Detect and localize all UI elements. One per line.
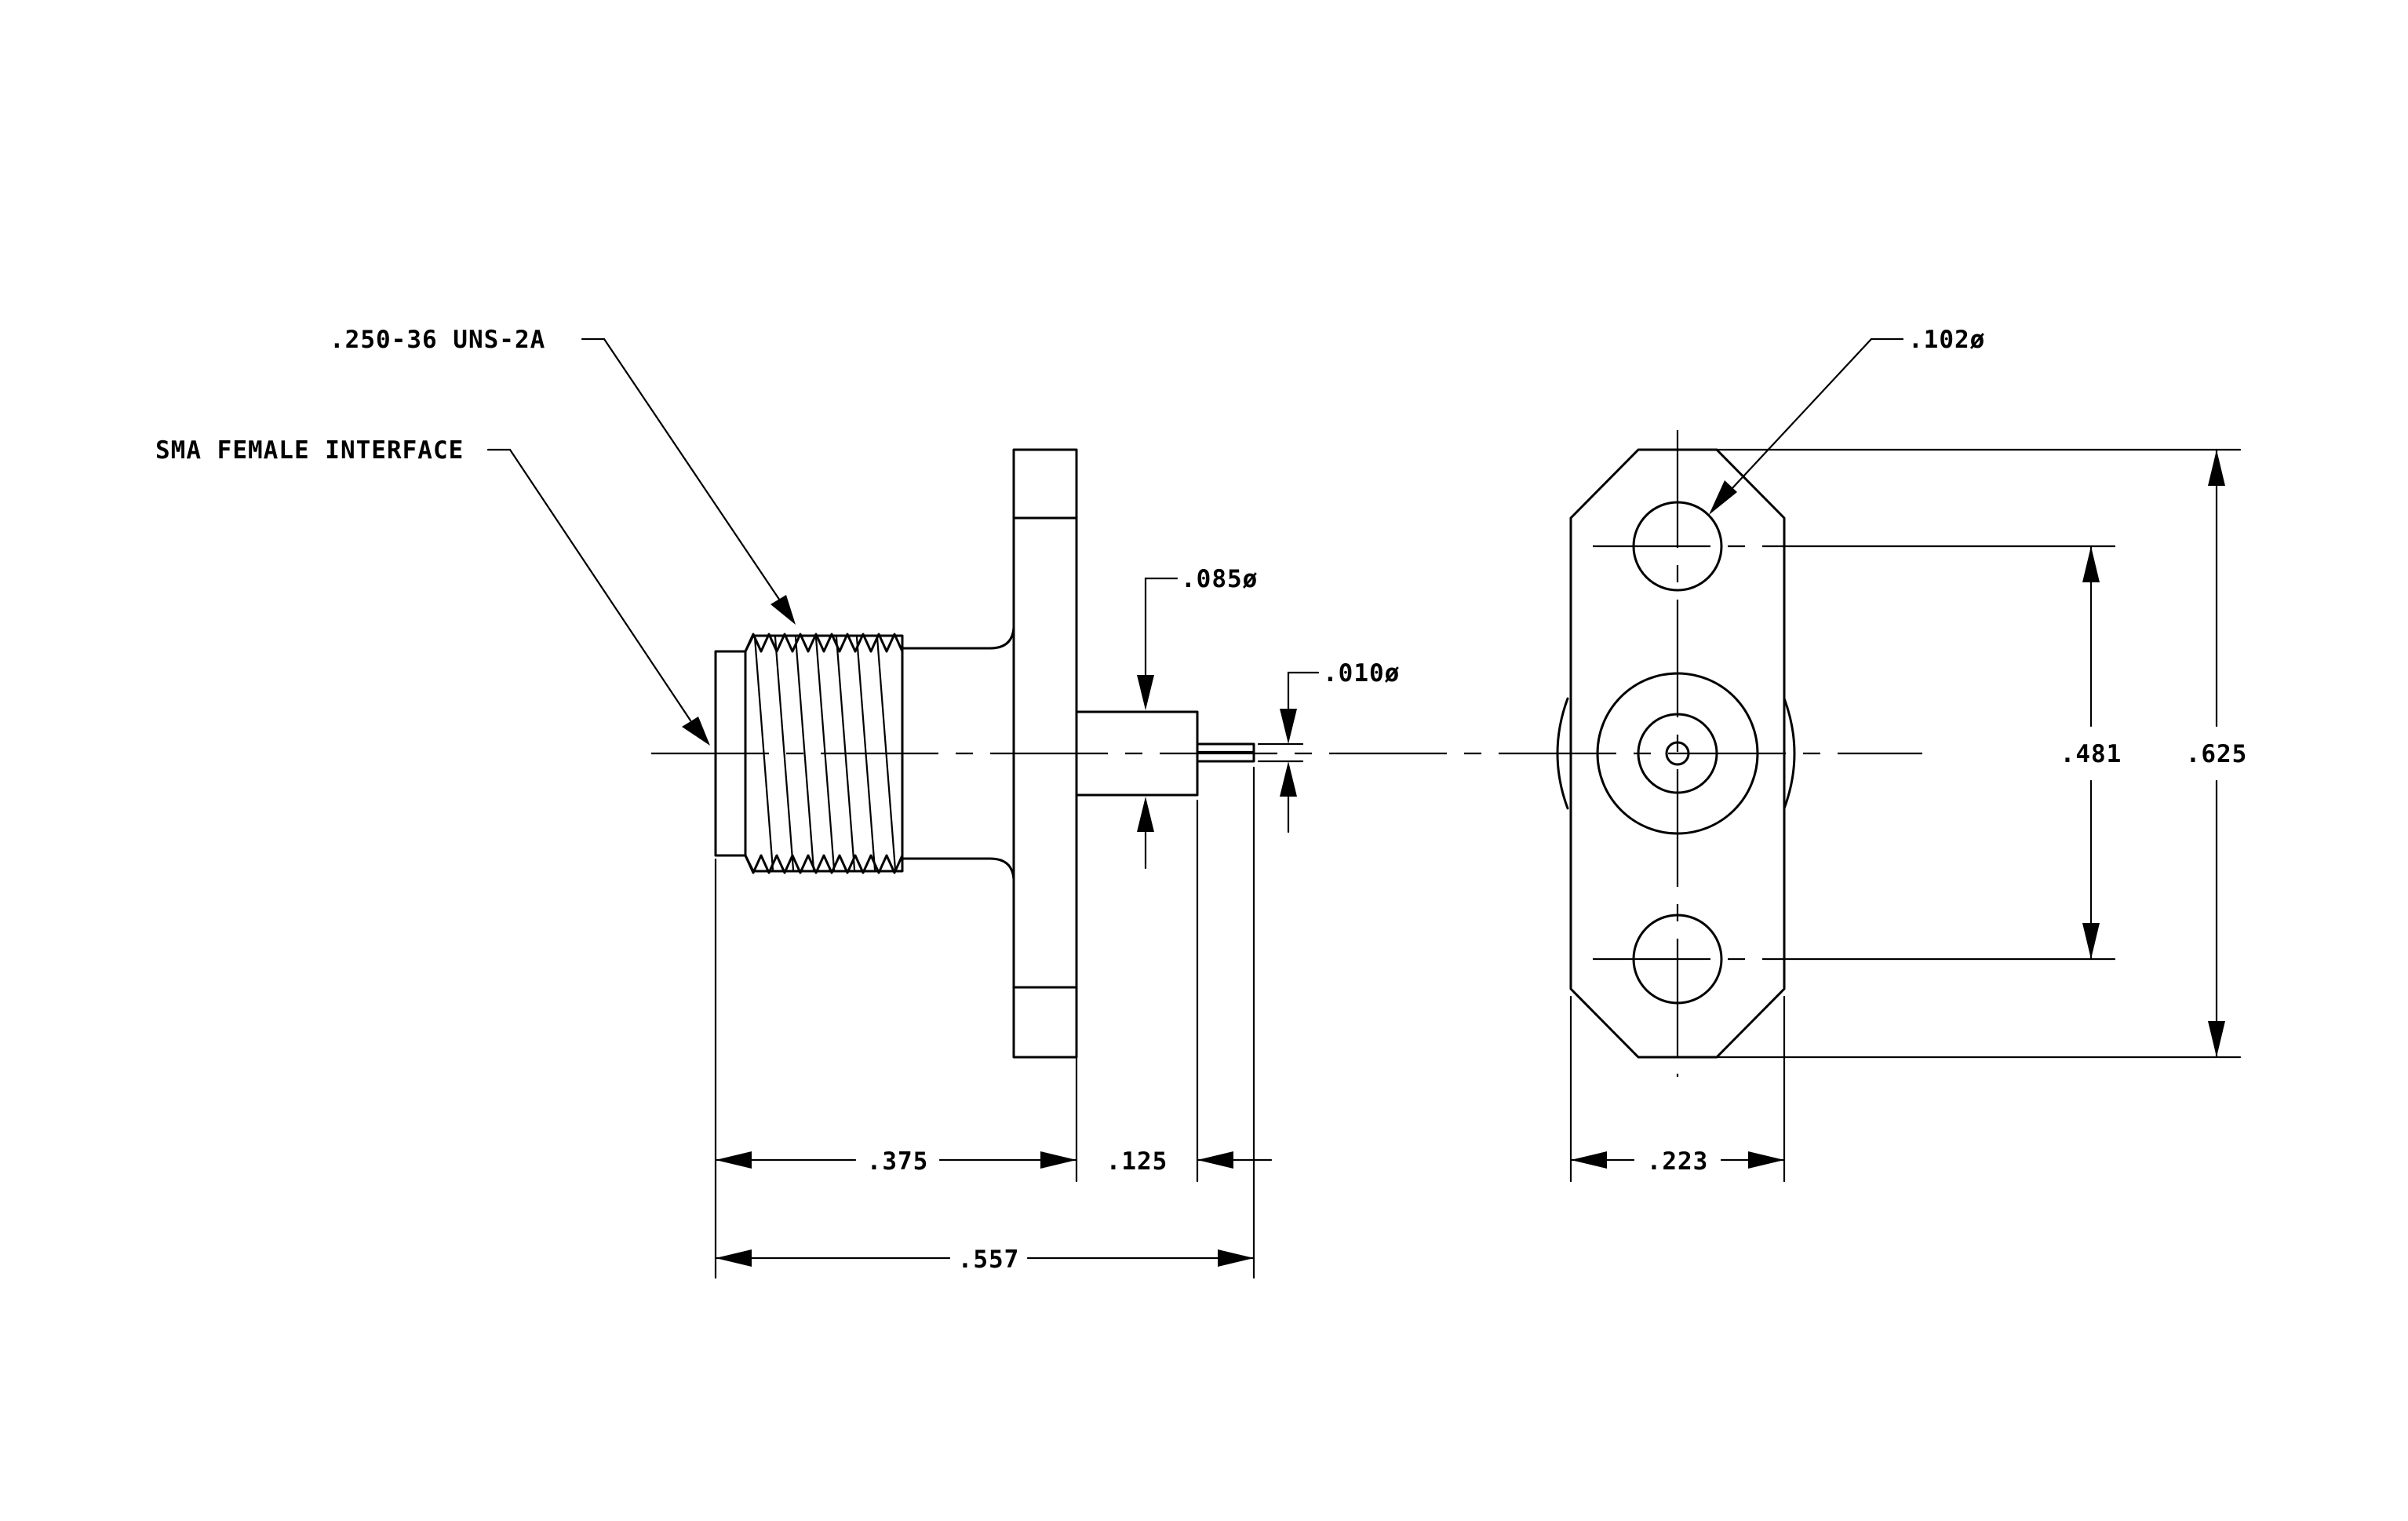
- thread-helix: [753, 636, 897, 871]
- outer-ring: [1596, 672, 1759, 835]
- dim-overall-length: .557: [958, 1246, 1020, 1274]
- body-dia-leader: [1144, 577, 1178, 684]
- dim-front-arrow-r: [1040, 1151, 1076, 1169]
- dim-height-arrow-t: [2208, 450, 2225, 486]
- pin-dia-arrow-top: [1280, 709, 1297, 744]
- hole-dia-arrowhead: [1709, 480, 1737, 515]
- interface-callout: SMA FEMALE INTERFACE: [155, 436, 464, 465]
- thread-callout: .250-36 UNS-2A: [330, 326, 545, 354]
- dim-height-arrow-b: [2208, 1021, 2225, 1057]
- body-dia-callout: .085ø: [1181, 565, 1258, 593]
- dim-body-length: .125: [1106, 1147, 1168, 1176]
- dielectric-ring: [1637, 713, 1718, 794]
- dim-overall-arrow-r: [1218, 1249, 1254, 1267]
- dim-overall-arrow-l: [716, 1249, 752, 1267]
- dim-flange-height: .625: [2186, 740, 2248, 768]
- body-dia-arrow-bottom: [1137, 797, 1154, 832]
- hole-dia-callout: .102ø: [1908, 326, 1985, 354]
- mounting-hole-top: [1632, 501, 1723, 592]
- dim-width-arrow-r: [1748, 1151, 1784, 1169]
- callout-leaders: [486, 337, 1904, 870]
- pin-dia-leader: [1287, 671, 1320, 716]
- callout-text: .250-36 UNS-2A SMA FEMALE INTERFACE .085…: [155, 326, 1985, 688]
- dim-hole-spacing: .481: [2060, 740, 2122, 768]
- pin-dia-arrow-bottom: [1280, 761, 1297, 797]
- thread-arrowhead: [770, 595, 796, 625]
- thread-leader: [581, 337, 783, 604]
- boss-left: [1556, 697, 1569, 810]
- side-view: [651, 448, 1922, 1059]
- pin-dia-callout: .010ø: [1323, 659, 1400, 688]
- boss-right: [1783, 697, 1796, 810]
- dim-flange-width: .223: [1647, 1147, 1709, 1176]
- dim-width-arrow-l: [1571, 1151, 1607, 1169]
- dim-front-arrow-l: [716, 1151, 752, 1169]
- interface-leader: [486, 448, 692, 722]
- mounting-hole-bottom: [1632, 914, 1723, 1005]
- thread-crests: [744, 633, 904, 874]
- pin-ring: [1665, 741, 1690, 766]
- interface-arrowhead: [682, 717, 710, 746]
- dim-spacing-arrow-b: [2082, 923, 2100, 959]
- body-dia-arrow-top: [1137, 675, 1154, 710]
- dim-spacing-arrow-t: [2082, 546, 2100, 582]
- dimensions: .375 .125 .557 .223 .481 .625: [714, 448, 2248, 1279]
- hole-dia-leader: [1729, 337, 1904, 491]
- dim-front-length: .375: [867, 1147, 929, 1176]
